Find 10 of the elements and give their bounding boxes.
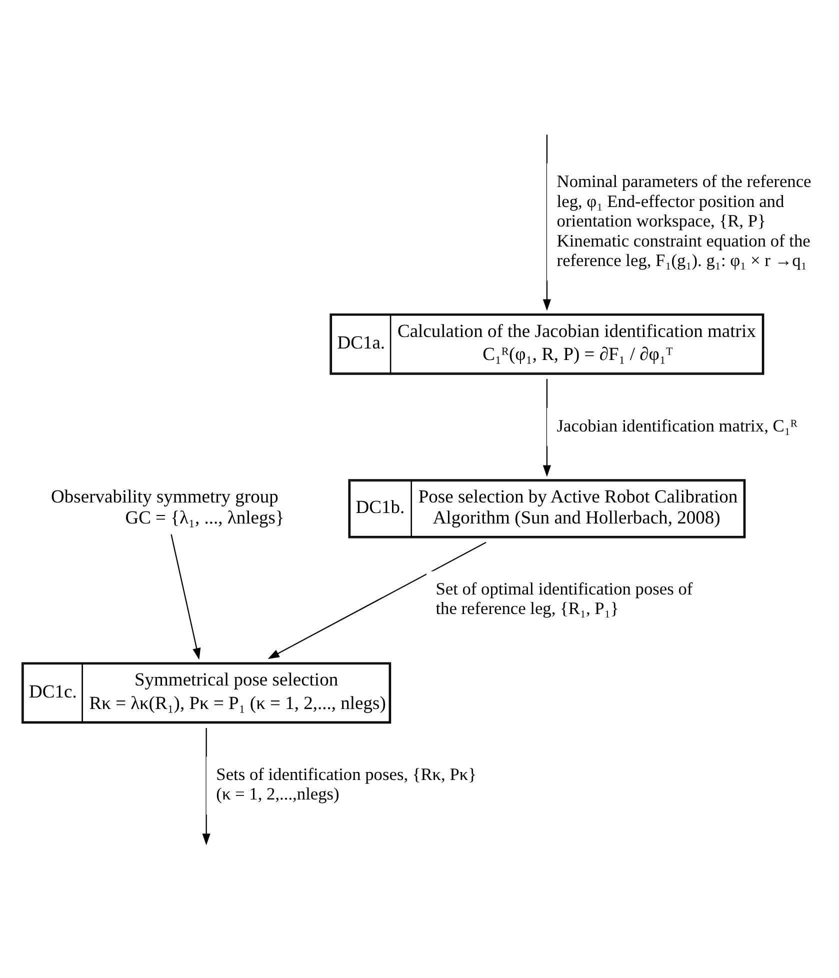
arrow [542,134,551,311]
node-text: Observability symmetry group GC = {λ₁, ..., λnlegs} [51,486,284,529]
edge-label: Jacobian identification matrix, C₁ᴿ [556,416,798,436]
arrow [202,728,210,846]
edge-label: Nominal parameters of the reference leg, φ₁ End-effector position and orientation workspace, {R, P} Kinematic constraint equation of the reference leg, F₁(g₁). g₁: φ₁ × r →q₁ [556,172,812,270]
arrow [268,542,486,659]
arrow [542,378,551,477]
edge-label: Sets of identification poses, {Rκ, Pκ} (κ = 1, 2,...,nlegs) [216,764,476,804]
arrow [170,534,201,660]
edge-label: Set of optimal identification poses of the reference leg, {R₁, P₁} [436,579,693,618]
